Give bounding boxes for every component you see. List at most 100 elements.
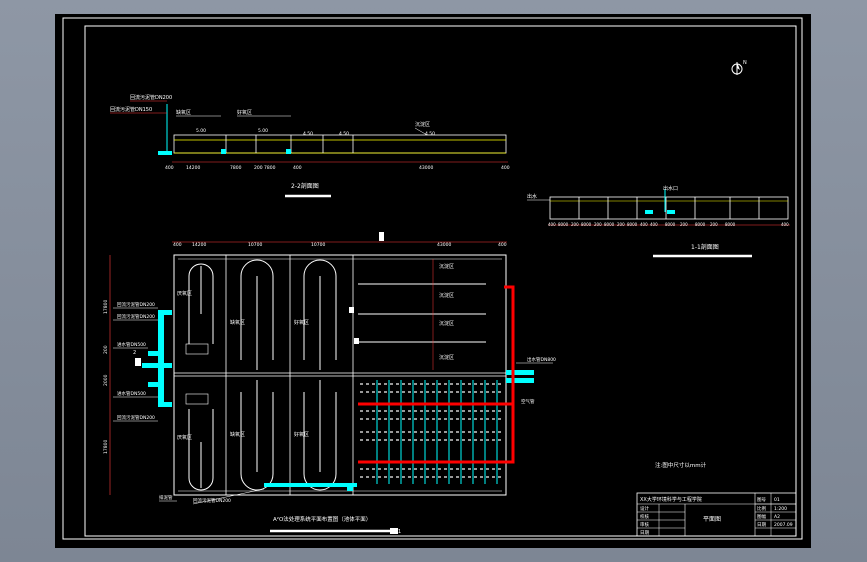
title-block-row-label: 设计 [640, 505, 649, 512]
bottom-label: 回流污泥管DN200 [193, 497, 231, 504]
marker-box [349, 307, 354, 313]
dimension-label: 7800 [230, 165, 242, 171]
dimension-label: 200 [254, 165, 263, 171]
notes-text: 注:图中尺寸以mm计 [655, 461, 707, 469]
dimension-label: 17800 [103, 300, 109, 314]
baffle-u [188, 263, 214, 344]
outlet-pipe [506, 378, 534, 383]
section-22-label: 回流污泥管DN150 [110, 106, 152, 113]
zone-label: 好氧区 [294, 431, 309, 438]
plan-left-dims: 17800 200 2000 17800 [103, 300, 109, 454]
level-mark: 4.50 [339, 131, 349, 137]
dimension-label: 7800 [264, 165, 276, 171]
title-block-row-label: 图幅 [757, 513, 766, 520]
section-22-label: 好氧区 [237, 109, 252, 116]
title-block-row-label: 图号 [757, 497, 766, 503]
title-block-frame [636, 492, 797, 537]
dimension-label: 200 [617, 222, 625, 227]
section-11-pipe [667, 210, 675, 214]
title-block-row-label: 比例 [757, 505, 766, 512]
title-block-row-label: 校核 [640, 513, 649, 520]
section-11-dims: 400 8000 200 8000 200 8000 200 8000 400 … [548, 222, 789, 227]
dimension-label: 10700 [248, 242, 262, 248]
dimension-label: 10700 [311, 242, 325, 248]
section-22-levels: 5.00 5.00 4.50 4.50 4.50 [196, 128, 435, 137]
baffle-u [188, 409, 214, 491]
air-main-pipe [358, 285, 515, 464]
dimension-label: 200 [680, 222, 688, 227]
marker-box [379, 232, 384, 241]
inner-frame [84, 25, 797, 537]
plan-sedim-top [358, 283, 486, 343]
plan-baffles-bottom [188, 380, 337, 491]
section-11-label: 出水口 [663, 185, 678, 192]
title-block-row-label: 日期 [757, 522, 766, 528]
zone-label: 沉淀区 [439, 320, 454, 327]
plan-left-labels: 回流污泥管DN200 回流污泥管DN200 进水管DN500 进水管DN500 … [113, 301, 158, 422]
plan-top-dims: 400 14200 10700 10700 43000 400 [173, 242, 507, 248]
cad-viewport[interactable]: N 回流污泥管DN200 回流污泥管DN150 缺氧区 好氧区 沉淀区 5.00… [55, 14, 811, 548]
zone-label: 沉淀区 [439, 263, 454, 270]
dimension-label: 400 [165, 165, 174, 171]
north-arrow-icon: N [731, 60, 747, 75]
section-22-label: 缺氧区 [176, 109, 191, 116]
dimension-label: 200 [710, 222, 718, 227]
dimension-label: 200 [571, 222, 579, 227]
plan-cyan-pipes [142, 310, 534, 491]
left-label: 回流污泥管DN200 [117, 414, 155, 421]
section-11-label: 出水 [527, 193, 537, 200]
left-label: 回流污泥管DN200 [117, 313, 155, 320]
plan-title: A²O法处理系统平面布置图（池体平面） [273, 515, 371, 523]
return-pipe [158, 310, 172, 315]
inlet-pipe [148, 351, 164, 356]
section-11-title: 1-1剖面图 [691, 243, 719, 251]
dimension-label: 14200 [186, 165, 200, 171]
dimension-label: 400 [293, 165, 302, 171]
baffle-u [240, 259, 274, 360]
title-block-row-label: 日期 [640, 530, 649, 536]
plan-distribution-box [185, 393, 209, 405]
dimension-label: 8000 [665, 222, 676, 227]
baffle-u [240, 392, 274, 491]
inlet-pipe [148, 382, 164, 387]
title-block-value: A2 [774, 514, 780, 520]
section-11-pipe [645, 210, 653, 214]
title-block-row-label: 审核 [640, 521, 649, 528]
level-mark: 4.50 [425, 131, 435, 137]
section-22-small-pipe [286, 149, 291, 154]
level-mark: 4.50 [303, 131, 313, 137]
inlet-pipe [142, 363, 172, 368]
section-22-label: 回流污泥管DN200 [130, 94, 172, 101]
dimension-label: 14200 [192, 242, 206, 248]
bottom-return-pipe [347, 487, 353, 491]
dimension-label: 17800 [103, 440, 109, 454]
baffle-u [303, 259, 337, 360]
dimension-label: 400 [173, 242, 182, 248]
marker-box [135, 358, 141, 366]
dimension-label: 400 [498, 242, 507, 248]
return-pipe [158, 402, 172, 407]
section-2-2: 回流污泥管DN200 回流污泥管DN150 缺氧区 好氧区 沉淀区 5.00 5… [110, 94, 510, 198]
dimension-label: 400 [640, 222, 648, 227]
title-block: XX大学环境科学与工程学院 平面图 设计 校核 审核 日期 图号 比例 图幅 日… [636, 492, 797, 537]
bottom-return-pipe [264, 483, 354, 487]
left-label: 进水管DN500 [117, 341, 146, 348]
plan-mark: 1 [398, 529, 401, 535]
zone-label: 缺氧区 [230, 319, 245, 326]
dimension-label: 200 [103, 345, 109, 354]
outer-frame [62, 17, 803, 540]
leader-line [192, 488, 265, 505]
dimension-label: 8000 [604, 222, 615, 227]
dimension-label: 400 [650, 222, 658, 227]
zone-label: 厌氧区 [177, 434, 192, 441]
bottom-label: 排泥管 [159, 494, 173, 501]
zone-label: 沉淀区 [439, 354, 454, 361]
cad-drawing: N 回流污泥管DN200 回流污泥管DN150 缺氧区 好氧区 沉淀区 5.00… [62, 17, 803, 540]
plan-view: 400 14200 10700 10700 43000 400 [103, 232, 556, 535]
section-22-small-pipe [221, 149, 226, 154]
right-label: 出水管DN800 [527, 356, 556, 363]
dimension-label: 8000 [558, 222, 569, 227]
section-22-inlet-pipe [158, 151, 172, 155]
right-small-label: 空气管 [521, 398, 535, 405]
zone-label: 厌氧区 [177, 290, 192, 297]
